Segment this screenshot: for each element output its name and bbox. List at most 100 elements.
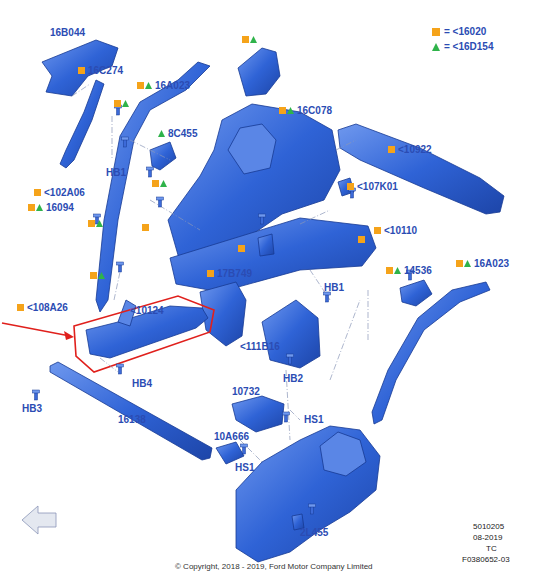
material-triangle: [160, 180, 167, 187]
callout-number: <10124: [130, 305, 164, 317]
material-square: [78, 67, 85, 74]
strut-tower: [320, 432, 366, 476]
callout-number: <108A26: [27, 302, 68, 314]
leader-line: [368, 290, 369, 340]
orientation-arrow: [22, 506, 56, 534]
callout-number: <111B16: [240, 341, 280, 353]
cowl-part: [338, 124, 504, 214]
material-triangle: [36, 204, 43, 211]
bolt-head: [309, 504, 316, 507]
legend-symbol: [432, 43, 440, 51]
note-text: 5010205: [473, 522, 504, 532]
bolt-head: [117, 262, 124, 265]
note-text: F0380652-03: [462, 555, 510, 565]
material-square: [28, 204, 35, 211]
material-square: [374, 227, 381, 234]
callout-number: 17B749: [217, 268, 252, 280]
bolt-head: [94, 214, 101, 217]
bracket-part: [150, 142, 176, 170]
note-text: 08-2019: [473, 533, 502, 543]
legend-text: = <16D154: [444, 41, 494, 52]
material-square: [90, 272, 97, 279]
callout-number: 16B044: [50, 27, 85, 39]
leader-line: [290, 410, 300, 420]
material-square: [152, 180, 159, 187]
legend-row: = <16020: [432, 24, 494, 39]
material-square: [279, 107, 286, 114]
material-square: [386, 267, 393, 274]
material-square: [456, 260, 463, 267]
member-part: [86, 306, 208, 358]
material-triangle: [122, 100, 129, 107]
bolt-head: [33, 390, 40, 393]
bolt-head: [283, 412, 290, 415]
note-text: TC: [486, 544, 497, 554]
material-triangle: [250, 36, 257, 43]
material-triangle: [158, 130, 165, 137]
callout-number: HB3: [22, 403, 42, 415]
bolt-head: [147, 167, 154, 170]
bolt-head: [259, 214, 266, 217]
callout-number: HS1: [235, 462, 254, 474]
callout-number: 2L455: [300, 527, 328, 539]
callout-number: <107K01: [357, 181, 398, 193]
callout-number: HB2: [283, 373, 303, 385]
callout-number: 16C078: [297, 105, 332, 117]
material-square: [358, 236, 365, 243]
legend-triangle: [432, 43, 440, 51]
apron-part: [236, 426, 380, 562]
leader-line: [114, 272, 120, 300]
bracket-part: [238, 48, 280, 96]
leader-line: [100, 358, 118, 372]
leader-line: [112, 116, 113, 160]
material-triangle: [96, 220, 103, 227]
material-square: [142, 224, 149, 231]
material-square: [207, 270, 214, 277]
callout-number: <102A06: [44, 187, 85, 199]
leader-line: [330, 300, 360, 380]
legend-swatch: [432, 28, 440, 36]
bracket-part: [400, 280, 432, 306]
note-text: © Copyright, 2018 - 2019, Ford Motor Com…: [175, 562, 373, 572]
leader-line: [150, 200, 200, 230]
material-square: [17, 304, 24, 311]
legend: = <16020 = <16D154: [432, 24, 494, 54]
bracket-part: [232, 396, 284, 432]
bolt-head: [241, 444, 248, 447]
material-square: [242, 36, 249, 43]
callout-number: 16094: [46, 202, 74, 214]
leader-line: [130, 140, 170, 160]
material-square: [238, 245, 245, 252]
callout-number: 16A023: [474, 258, 509, 270]
leader-line: [300, 210, 330, 224]
leader-line: [72, 84, 90, 96]
material-square: [388, 146, 395, 153]
callout-number: 16A023: [155, 80, 190, 92]
leader-line: [240, 440, 262, 462]
rail-part: [170, 218, 376, 292]
callout-number: 16138: [118, 414, 146, 426]
callout-number: HB4: [132, 378, 152, 390]
highlight-box: [74, 296, 214, 372]
leader-line: [336, 140, 356, 150]
material-triangle: [394, 267, 401, 274]
material-triangle: [98, 272, 105, 279]
legend-text: = <16020: [444, 26, 486, 37]
material-triangle: [145, 82, 152, 89]
callout-number: <10922: [398, 144, 432, 156]
strut-tower: [228, 124, 276, 174]
callout-number: 8C455: [168, 128, 197, 140]
rail-part: [372, 282, 490, 424]
callout-number: HS1: [304, 414, 323, 426]
callout-number: 10A666: [214, 431, 249, 443]
material-square: [137, 82, 144, 89]
bracket-part: [216, 442, 244, 464]
rail-part: [60, 80, 104, 168]
callout-number: <10110: [384, 225, 417, 237]
callout-number: 10732: [232, 386, 260, 398]
material-square: [114, 100, 121, 107]
material-triangle: [464, 260, 471, 267]
bolt-head: [157, 197, 164, 200]
